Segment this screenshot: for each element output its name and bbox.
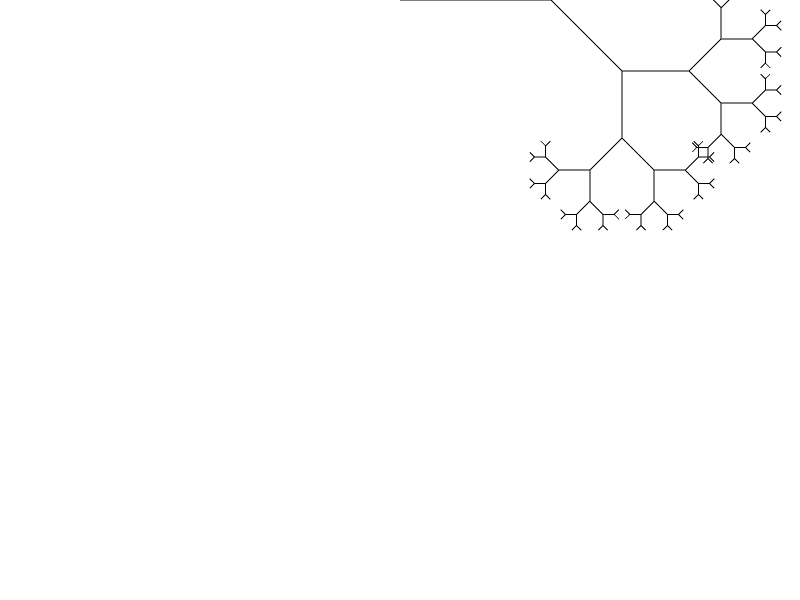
branch-segment [734,158,740,164]
branch-segment [545,156,560,171]
branch-segment [613,209,620,215]
branch-segment [776,46,782,53]
branch-segment [640,200,655,215]
branch-segment [712,0,722,9]
branch-segment [560,209,566,215]
branch-segment [751,89,766,104]
branch-segment [776,116,782,122]
branch-segment [688,38,722,72]
branch-segment [540,140,547,147]
branch-segment [529,151,535,158]
branch-segment [693,194,699,200]
branch-segment [697,194,704,200]
branch-segment [776,84,782,91]
branch-segment [745,142,751,148]
branch-segment [589,137,623,171]
branch-segment [576,200,591,215]
branch-segment [624,209,631,215]
branch-segment [693,140,699,147]
branch-segment [764,73,771,80]
branch-segment [684,156,699,171]
branch-segment [776,25,782,31]
branch-segment [709,156,715,163]
branch-segment [545,194,551,200]
branch-segment [684,169,699,184]
fractal-branches [400,0,782,231]
branch-segment [764,9,771,15]
branch-segment [697,140,704,147]
tree-stem-diagonal [550,0,623,72]
branch-segment [691,146,698,153]
branch-segment [597,225,604,231]
branch-segment [621,137,655,171]
branch-segment [624,213,631,220]
branch-segment [640,225,647,231]
branch-segment [688,70,722,104]
branch-segment [760,62,766,69]
branch-segment [707,133,722,148]
branch-segment [529,178,535,184]
branch-segment [709,151,715,158]
branch-segment [776,51,782,58]
branch-segment [745,146,751,153]
branch-segment [760,73,766,80]
branch-segment [576,225,582,231]
branch-segment [776,20,782,26]
branch-segment [720,0,730,9]
branch-segment [635,225,642,231]
branch-segment [751,102,766,117]
branch-segment [709,183,715,189]
branch-segment [653,200,668,215]
branch-segment [702,158,709,164]
branch-segment [729,158,735,164]
branch-segment [529,183,535,189]
branch-segment [589,200,604,215]
branch-segment [545,140,551,147]
branch-segment [709,178,715,184]
branch-segment [764,62,771,69]
branch-segment [678,213,684,220]
branch-segment [613,213,620,220]
branch-segment [602,225,609,231]
branch-segment [662,225,668,231]
branch-segment [751,38,766,53]
branch-segment [707,158,714,164]
branch-segment [678,209,684,215]
branch-segment [529,156,535,163]
branch-segment [764,127,771,133]
branch-segment [760,9,766,15]
branch-segment [691,142,698,148]
branch-segment [776,89,782,96]
branch-segment [751,25,766,40]
branch-segment [560,213,566,220]
branch-segment [776,111,782,117]
branch-segment [571,225,577,231]
branch-segment [760,127,766,133]
branch-segment [540,194,547,200]
branch-segment [720,133,735,148]
branch-segment [545,169,560,184]
branch-segment [667,225,673,231]
